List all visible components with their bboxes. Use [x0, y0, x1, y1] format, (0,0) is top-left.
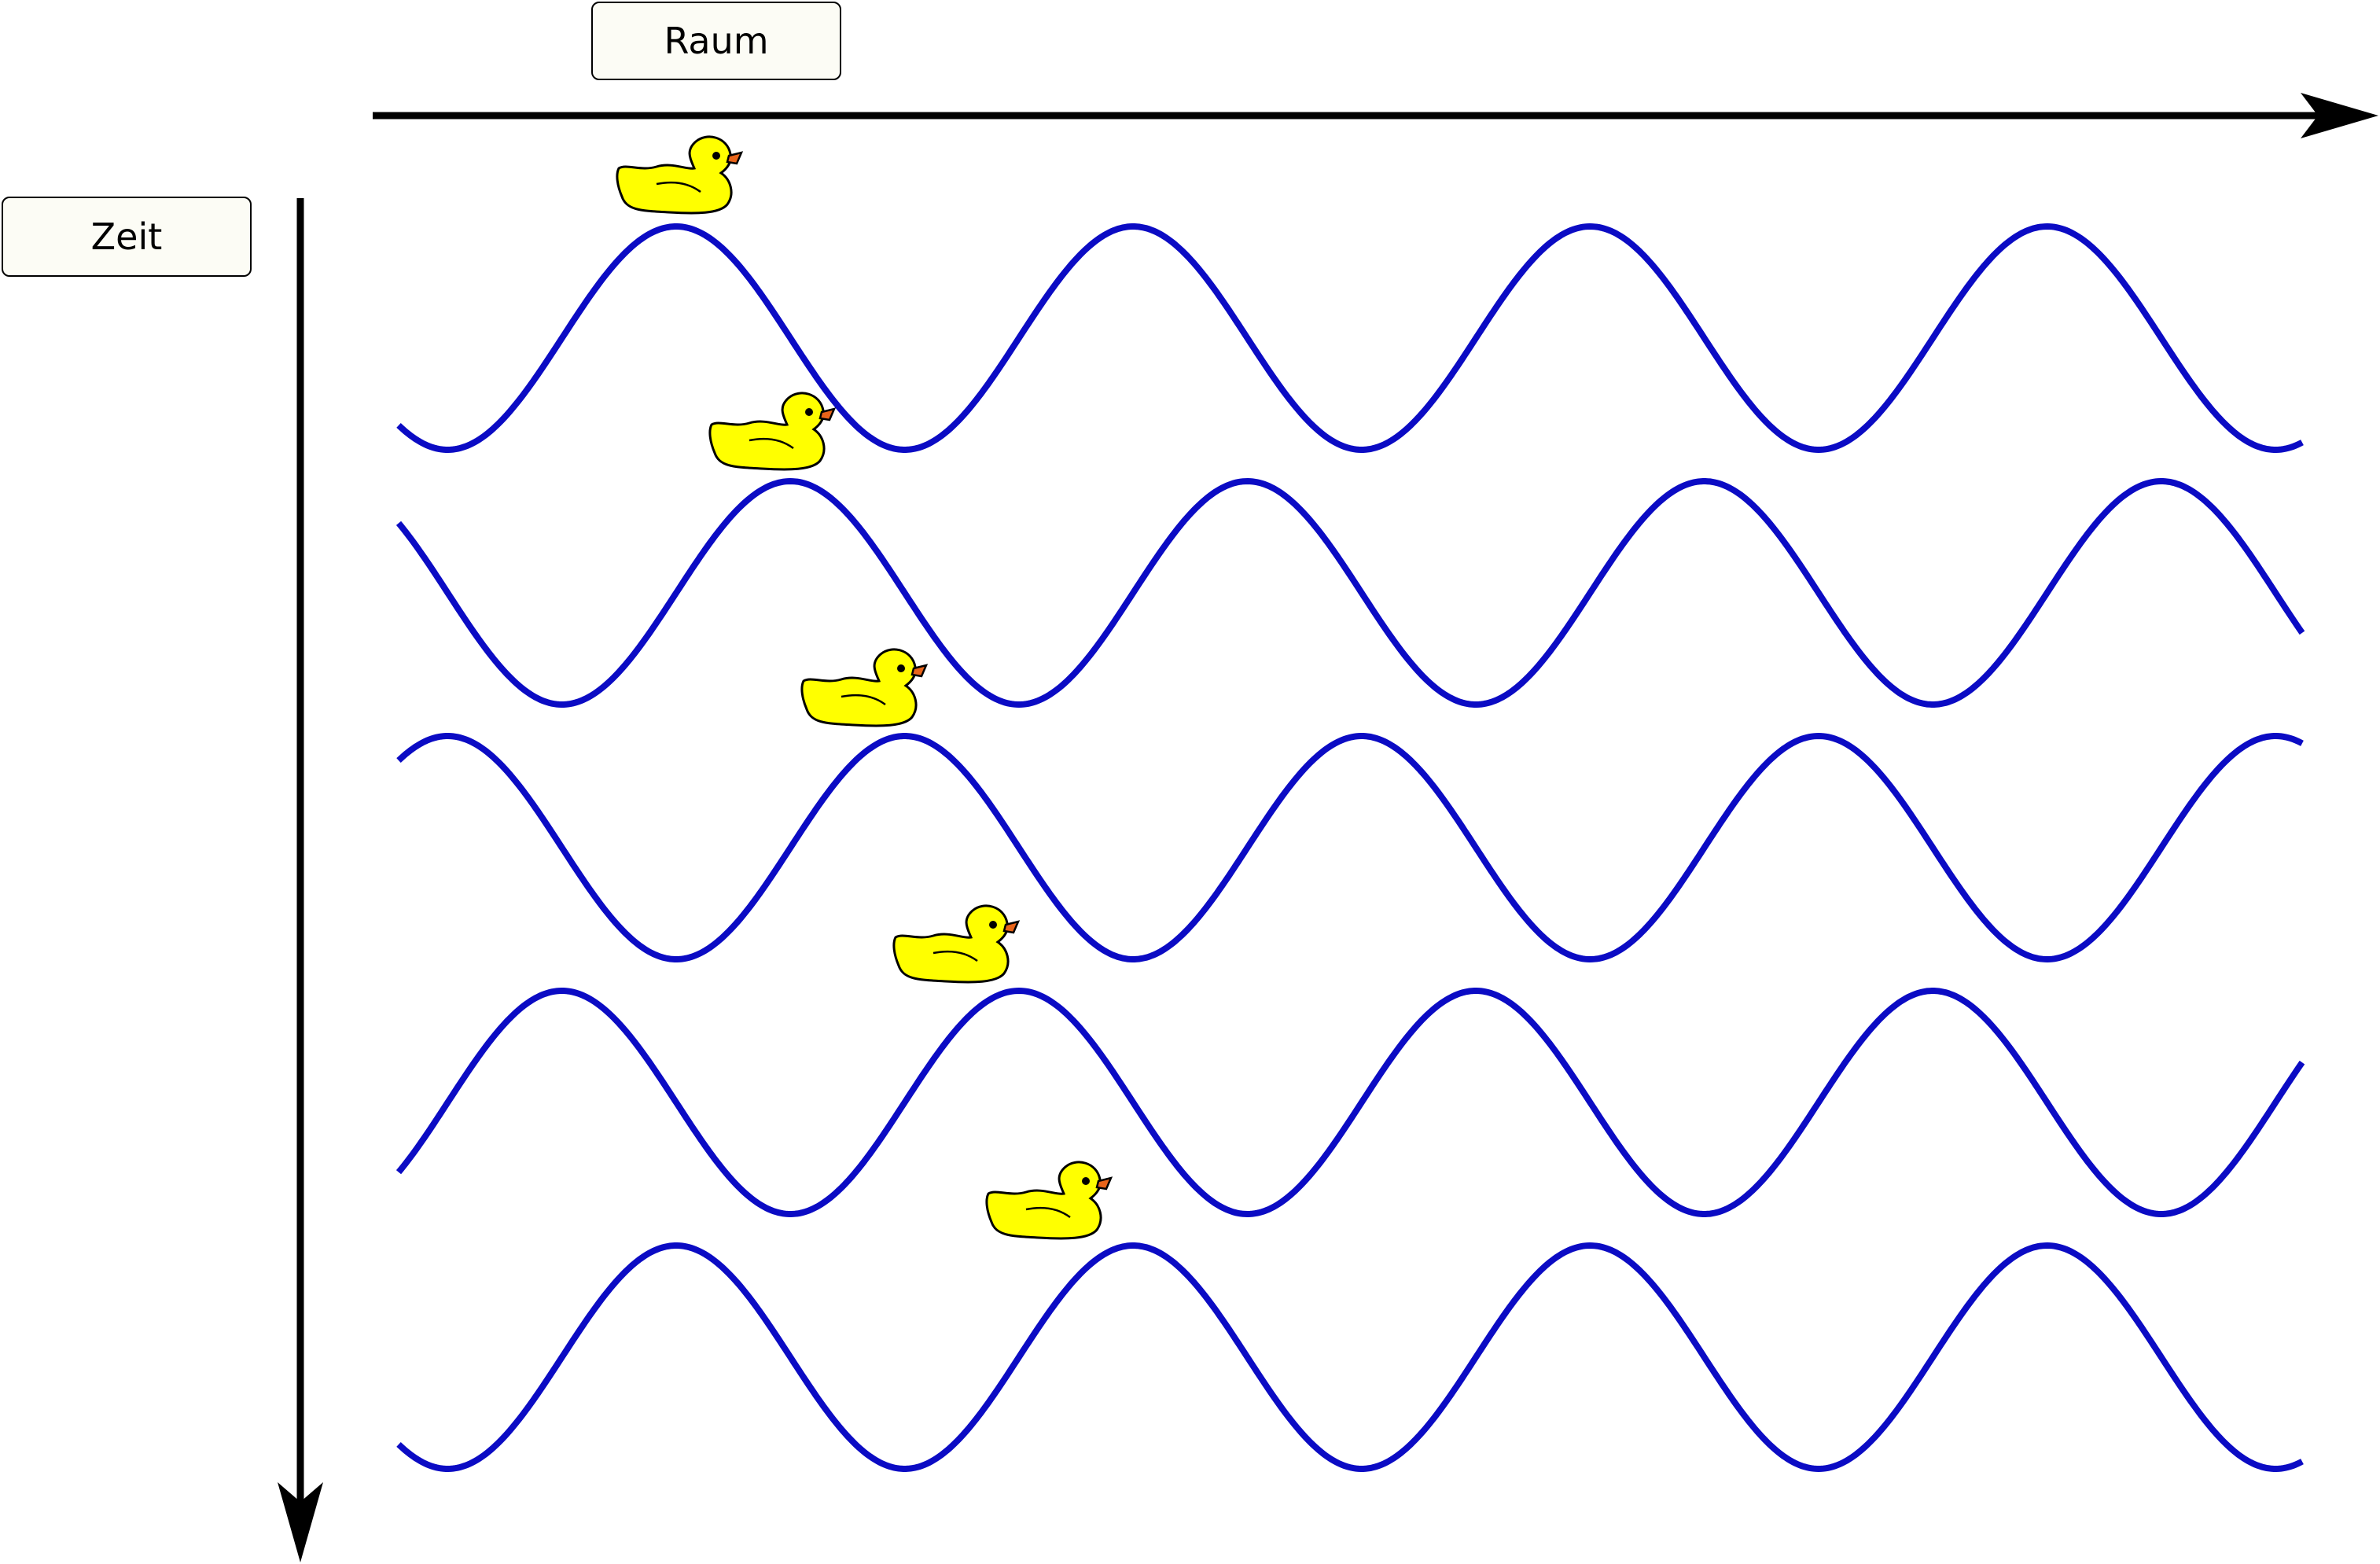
time-axis-arrowhead — [278, 1482, 323, 1562]
space-axis-label: Raum — [591, 2, 841, 80]
rubber-duck-icon-5 — [985, 1161, 1113, 1240]
rubber-duck-icon-2 — [708, 392, 836, 471]
space-axis-arrowhead — [2301, 93, 2378, 138]
wave-row-2 — [395, 477, 2305, 708]
wave-row-4 — [395, 987, 2305, 1218]
wave-row-1 — [396, 223, 2304, 454]
wave-group — [395, 223, 2305, 1473]
wave-row-3 — [396, 732, 2304, 963]
wave-row-5 — [396, 1242, 2304, 1473]
rubber-duck-icon-4 — [892, 904, 1020, 984]
rubber-duck-icon-3 — [800, 648, 928, 727]
duck-group — [616, 135, 1113, 1240]
time-axis-label: Zeit — [2, 197, 252, 277]
rubber-duck-icon-1 — [616, 135, 743, 215]
